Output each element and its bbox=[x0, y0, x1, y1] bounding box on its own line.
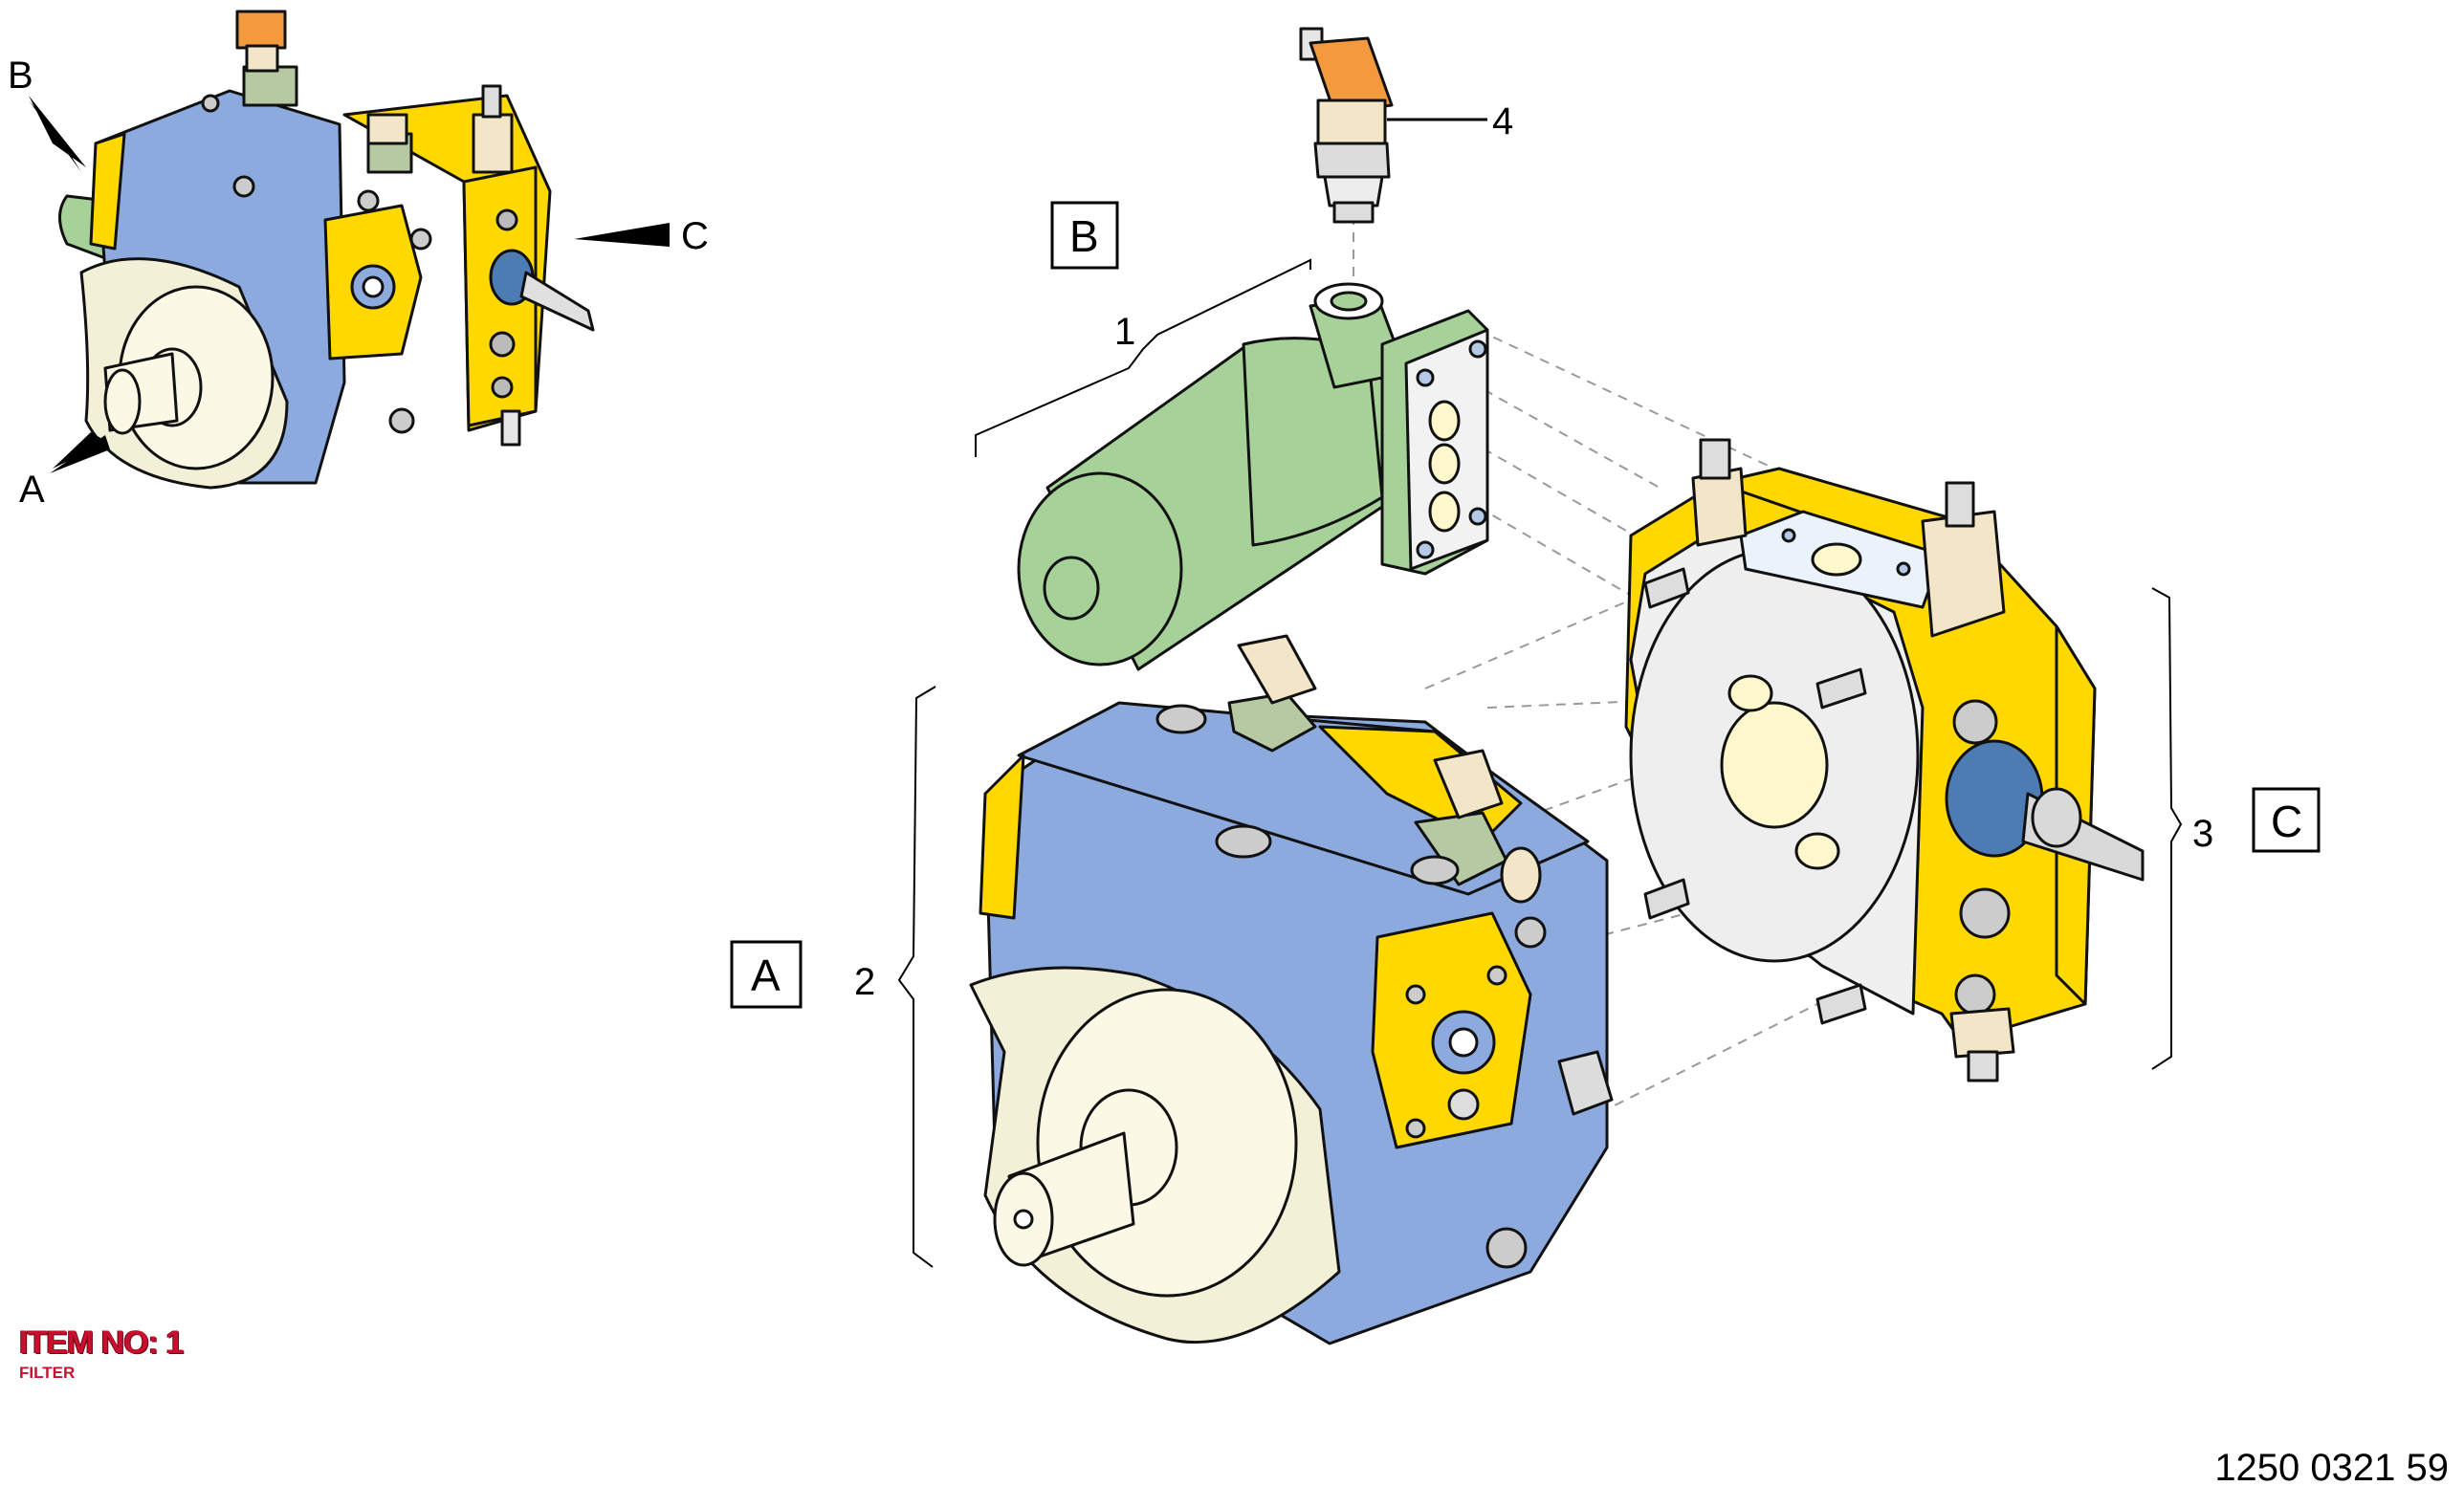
callout-3: 3 bbox=[2192, 813, 2213, 855]
thumbnail-pointer-a bbox=[50, 432, 110, 473]
assembled-pump-thumbnail bbox=[58, 10, 595, 490]
view-label-box-c: C bbox=[2252, 787, 2321, 853]
thumbnail-label-c: C bbox=[681, 215, 709, 257]
item-number-label: ITEM NO: 1 bbox=[19, 1324, 184, 1361]
filter-item-1 bbox=[1017, 282, 1489, 671]
svg-text:C: C bbox=[2271, 797, 2302, 846]
valve-block-item-3 bbox=[1624, 438, 2145, 1082]
pump-item-2 bbox=[969, 634, 1614, 1345]
callout-2: 2 bbox=[854, 961, 875, 1003]
bracket-item-2 bbox=[897, 686, 936, 1268]
thumbnail-label-b: B bbox=[8, 55, 33, 97]
callout-4: 4 bbox=[1492, 100, 1513, 142]
view-label-box-b: B bbox=[1050, 201, 1119, 270]
bracket-item-3 bbox=[2151, 587, 2183, 1070]
thumbnail-label-a: A bbox=[19, 469, 45, 511]
thumbnail-pointer-c bbox=[574, 223, 670, 247]
document-number: 1250 0321 59 bbox=[2214, 1447, 2449, 1489]
pressure-sensor-item-4 bbox=[1299, 27, 1394, 224]
item-name-label: FILTER bbox=[19, 1364, 76, 1382]
svg-text:B: B bbox=[1069, 211, 1099, 261]
callout-1: 1 bbox=[1114, 311, 1135, 353]
svg-text:A: A bbox=[751, 951, 781, 1000]
view-label-box-a: A bbox=[730, 940, 803, 1009]
bracket-item-1 bbox=[975, 258, 1311, 457]
thumbnail-pointer-b bbox=[29, 96, 86, 172]
